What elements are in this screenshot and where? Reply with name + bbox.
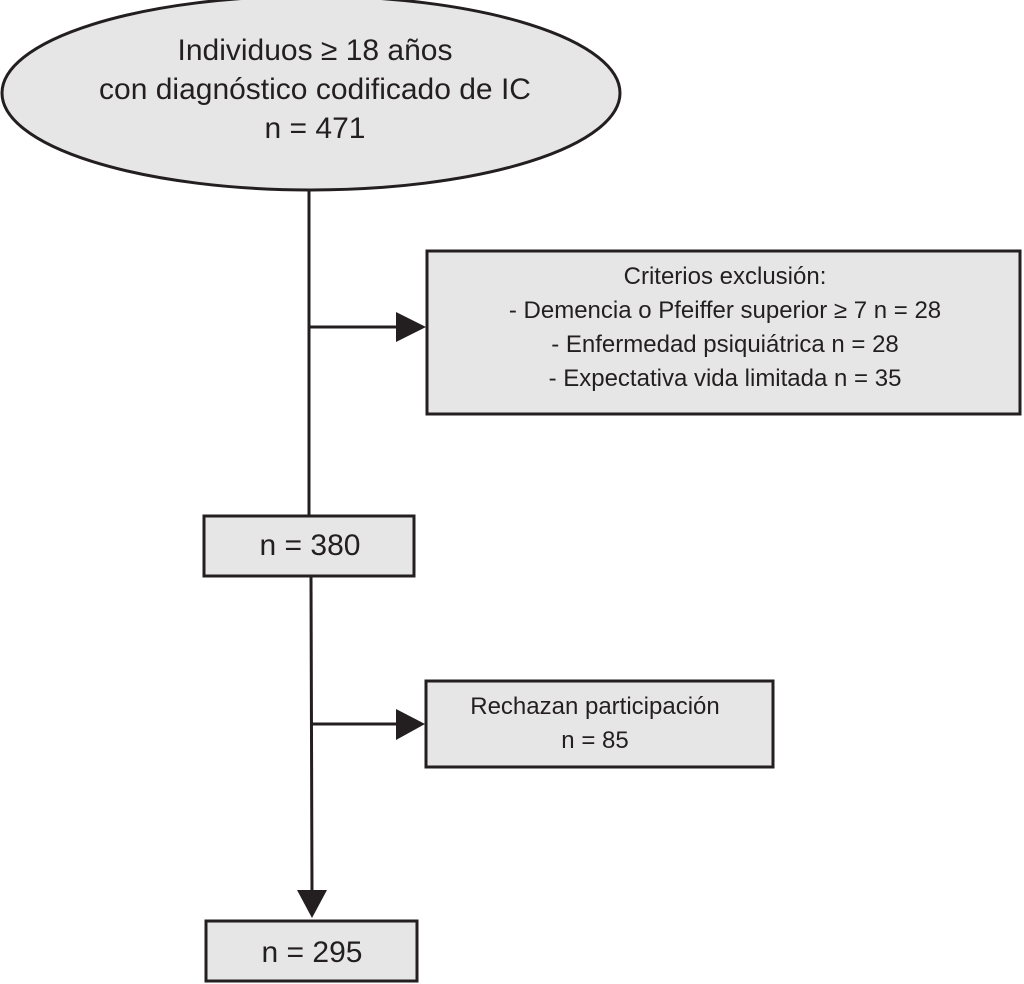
exclusion-node-label: Criterios exclusión: - Demencia o Pfeiff… <box>430 265 1020 401</box>
edge-380-to-295 <box>309 575 314 893</box>
final-node-shape <box>204 919 419 983</box>
start-node-line-3: n = 471 <box>264 112 366 145</box>
final-node-label: n = 295 <box>261 936 363 969</box>
after-exclusion-node-shape <box>202 514 416 578</box>
arrowhead-exclusion <box>396 312 426 342</box>
after-exclusion-node-label: n = 380 <box>259 529 361 562</box>
refusal-count: n = 85 <box>561 727 629 754</box>
refusal-title: Rechazan participación <box>470 693 720 720</box>
refusal-node-label: Rechazan participación n = 85 <box>430 695 760 763</box>
exclusion-title: Criterios exclusión: <box>623 263 827 290</box>
start-node-label: Individuos ≥ 18 años con diagnóstico cod… <box>60 36 570 153</box>
arrowhead-final <box>297 890 327 918</box>
exclusion-item-psychiatric: - Enfermedad psiquiátrica n = 28 <box>551 331 899 358</box>
start-node-line-1: Individuos ≥ 18 años <box>177 34 453 67</box>
refusal-node-shape <box>424 679 775 769</box>
start-node-line-2: con diagnóstico codificado de IC <box>99 73 531 106</box>
exclusion-item-dementia: - Demencia o Pfeiffer superior ≥ 7 n = 2… <box>508 297 942 324</box>
exclusion-node-shape <box>425 249 1022 416</box>
arrowhead-refusal <box>396 709 425 740</box>
start-node-shape <box>0 0 622 192</box>
exclusion-item-life-expectancy: - Expectativa vida limitada n = 35 <box>548 365 902 392</box>
